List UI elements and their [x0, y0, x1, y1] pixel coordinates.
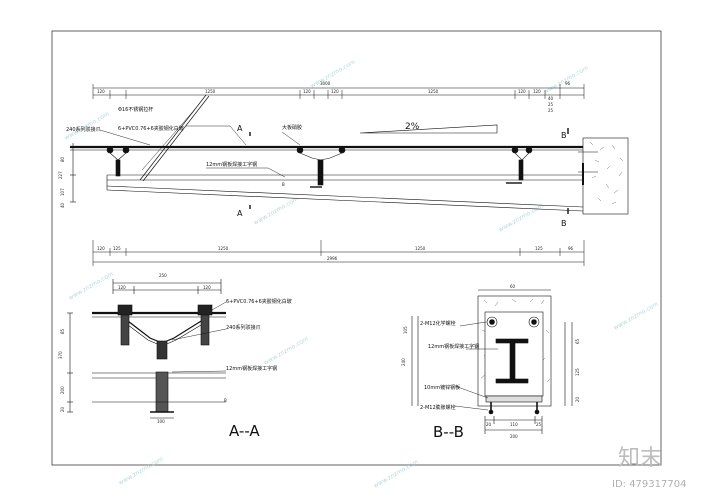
dimension-value: 120 [97, 89, 105, 94]
dimension-value: 100 [157, 419, 165, 424]
dimension-value: 25 [548, 108, 554, 113]
steel-plate [485, 395, 543, 403]
dimension-value: 240 [401, 358, 406, 366]
label-sealant: 大板硝胶 [282, 124, 302, 131]
label-slope: 2% [405, 122, 420, 132]
section-b-view [411, 289, 573, 434]
spider-fitting [117, 304, 133, 316]
section-a-annotations: 250 120 120 100 6+PVC0.76+6夹胶钢化白玻 240系列驳… [58, 273, 292, 440]
elevation-annotations: 3000 120 1250 120 120 1250 120 120 96 40… [58, 81, 574, 261]
watermark-layer: www.znzmo.com www.znzmo.com www.znzmo.co… [64, 58, 660, 489]
dimension-value: 1250 [205, 89, 216, 94]
spider-fitting [106, 146, 130, 177]
i-beam-flange [495, 378, 529, 384]
dimension-value: 120 [203, 285, 211, 290]
dimension-value: 125 [535, 246, 543, 251]
label-profile: 240系列驳接爪 [66, 126, 101, 133]
wall-hatch [589, 141, 624, 205]
beam-bottom-flange [106, 185, 584, 208]
dimension-value: 120 [331, 89, 339, 94]
section-a-view [67, 279, 227, 419]
watermark-text: www.znzmo.com [613, 300, 660, 331]
label-beam: 12mm钢板焊接工字钢 [206, 161, 257, 168]
dimension-value: 370 [58, 351, 63, 359]
spider-fitting [296, 146, 346, 188]
dimension-value: 60 [510, 284, 516, 289]
section-mark-b-bottom: B [561, 219, 567, 228]
section-mark-a-top: A [237, 124, 243, 133]
label-profile: 240系列驳接爪 [226, 324, 261, 331]
label-beam: 12mm钢板焊接工字钢 [428, 343, 479, 350]
dimension-value: 20 [60, 406, 65, 412]
label-chemical-bolt: 2-M12化学螺栓 [420, 320, 456, 327]
dimension-value: 125 [113, 246, 121, 251]
watermark-text: www.znzmo.com [118, 455, 165, 486]
label-glass: 6+PVC0.76+6夹胶钢化白玻 [226, 298, 292, 305]
dimension-value: 200 [60, 386, 65, 394]
watermark-text: www.znzmo.com [68, 270, 115, 301]
label-plate: 10mm镀锌钢板 [424, 384, 460, 391]
dimension-value: 1250 [218, 246, 229, 251]
concrete-wall [477, 295, 552, 407]
dimension-value: 120 [303, 89, 311, 94]
watermark-text: www.znzmo.com [310, 58, 357, 89]
dimension-overall: 250 [159, 273, 167, 278]
watermark-logo: 知末 [618, 446, 662, 471]
dimension-value: 40 [548, 96, 554, 101]
label-beam: 12mm钢板焊接工字钢 [226, 365, 277, 372]
watermark-text: www.znzmo.com [373, 458, 420, 489]
watermark-text: www.znzmo.com [498, 202, 545, 233]
slope-arrow [359, 124, 498, 134]
section-b-annotations: 60 20 110 25 200 2-M12化学螺栓 12mm钢板焊接工字钢 1… [401, 284, 580, 441]
dimension-value: 107 [60, 188, 65, 196]
label-mark: B [224, 398, 227, 403]
dimension-value: 1250 [415, 246, 426, 251]
label-expansion-bolt: 2-M12膨胀螺栓 [420, 404, 456, 411]
dimension-value: 25 [548, 102, 554, 107]
spider-arm [123, 317, 207, 344]
dimension-value: 105 [403, 326, 408, 334]
dimension-value: 120 [533, 89, 541, 94]
watermark-text: www.znzmo.com [253, 195, 300, 226]
dimension-value: 120 [118, 285, 126, 290]
dimension-value: 120 [518, 89, 526, 94]
section-mark-b-top: B [561, 131, 567, 140]
section-mark-a-bottom: A [237, 209, 243, 218]
dimension-overall: 200 [510, 434, 518, 439]
dimension-value: 96 [568, 246, 574, 251]
section-title-b: B--B [433, 423, 464, 441]
section-title-a: A--A [229, 422, 260, 440]
dimension-value: 1250 [428, 89, 439, 94]
sheet-border [51, 30, 662, 466]
dimension-value: 227 [58, 171, 63, 179]
dimension-overall: 3000 [320, 81, 331, 86]
dimension-value: 40 [60, 202, 65, 208]
label-mark: B [282, 182, 285, 187]
dimension-value: 85 [60, 328, 65, 334]
label-rod: Φ16不锈钢拉杆 [118, 106, 153, 113]
elevation-view [70, 84, 629, 266]
dimension-value: 110 [510, 422, 518, 427]
steel-post [156, 340, 168, 360]
dimension-value: 120 [97, 246, 105, 251]
dimension-value: 80 [60, 156, 65, 162]
dimension-value: 96 [565, 81, 571, 86]
dimension-overall: 2996 [327, 256, 338, 261]
i-beam-flange [495, 338, 529, 344]
concrete-wall [582, 137, 629, 215]
i-beam-web [509, 342, 516, 380]
label-glass: 6+PVC0.76+6夹胶钢化白玻 [118, 125, 184, 132]
spider-fitting [197, 304, 213, 316]
dimension-value: 125 [575, 368, 580, 376]
dimension-value: 20 [486, 422, 492, 427]
i-beam [155, 371, 169, 413]
dimension-value: 65 [575, 338, 580, 344]
spider-fitting [506, 146, 533, 184]
watermark-id: ID: 479317704 [612, 479, 686, 490]
dimension-value: 20 [575, 396, 580, 402]
watermark-text: www.znzmo.com [263, 335, 310, 366]
dimension-value: 25 [536, 422, 542, 427]
